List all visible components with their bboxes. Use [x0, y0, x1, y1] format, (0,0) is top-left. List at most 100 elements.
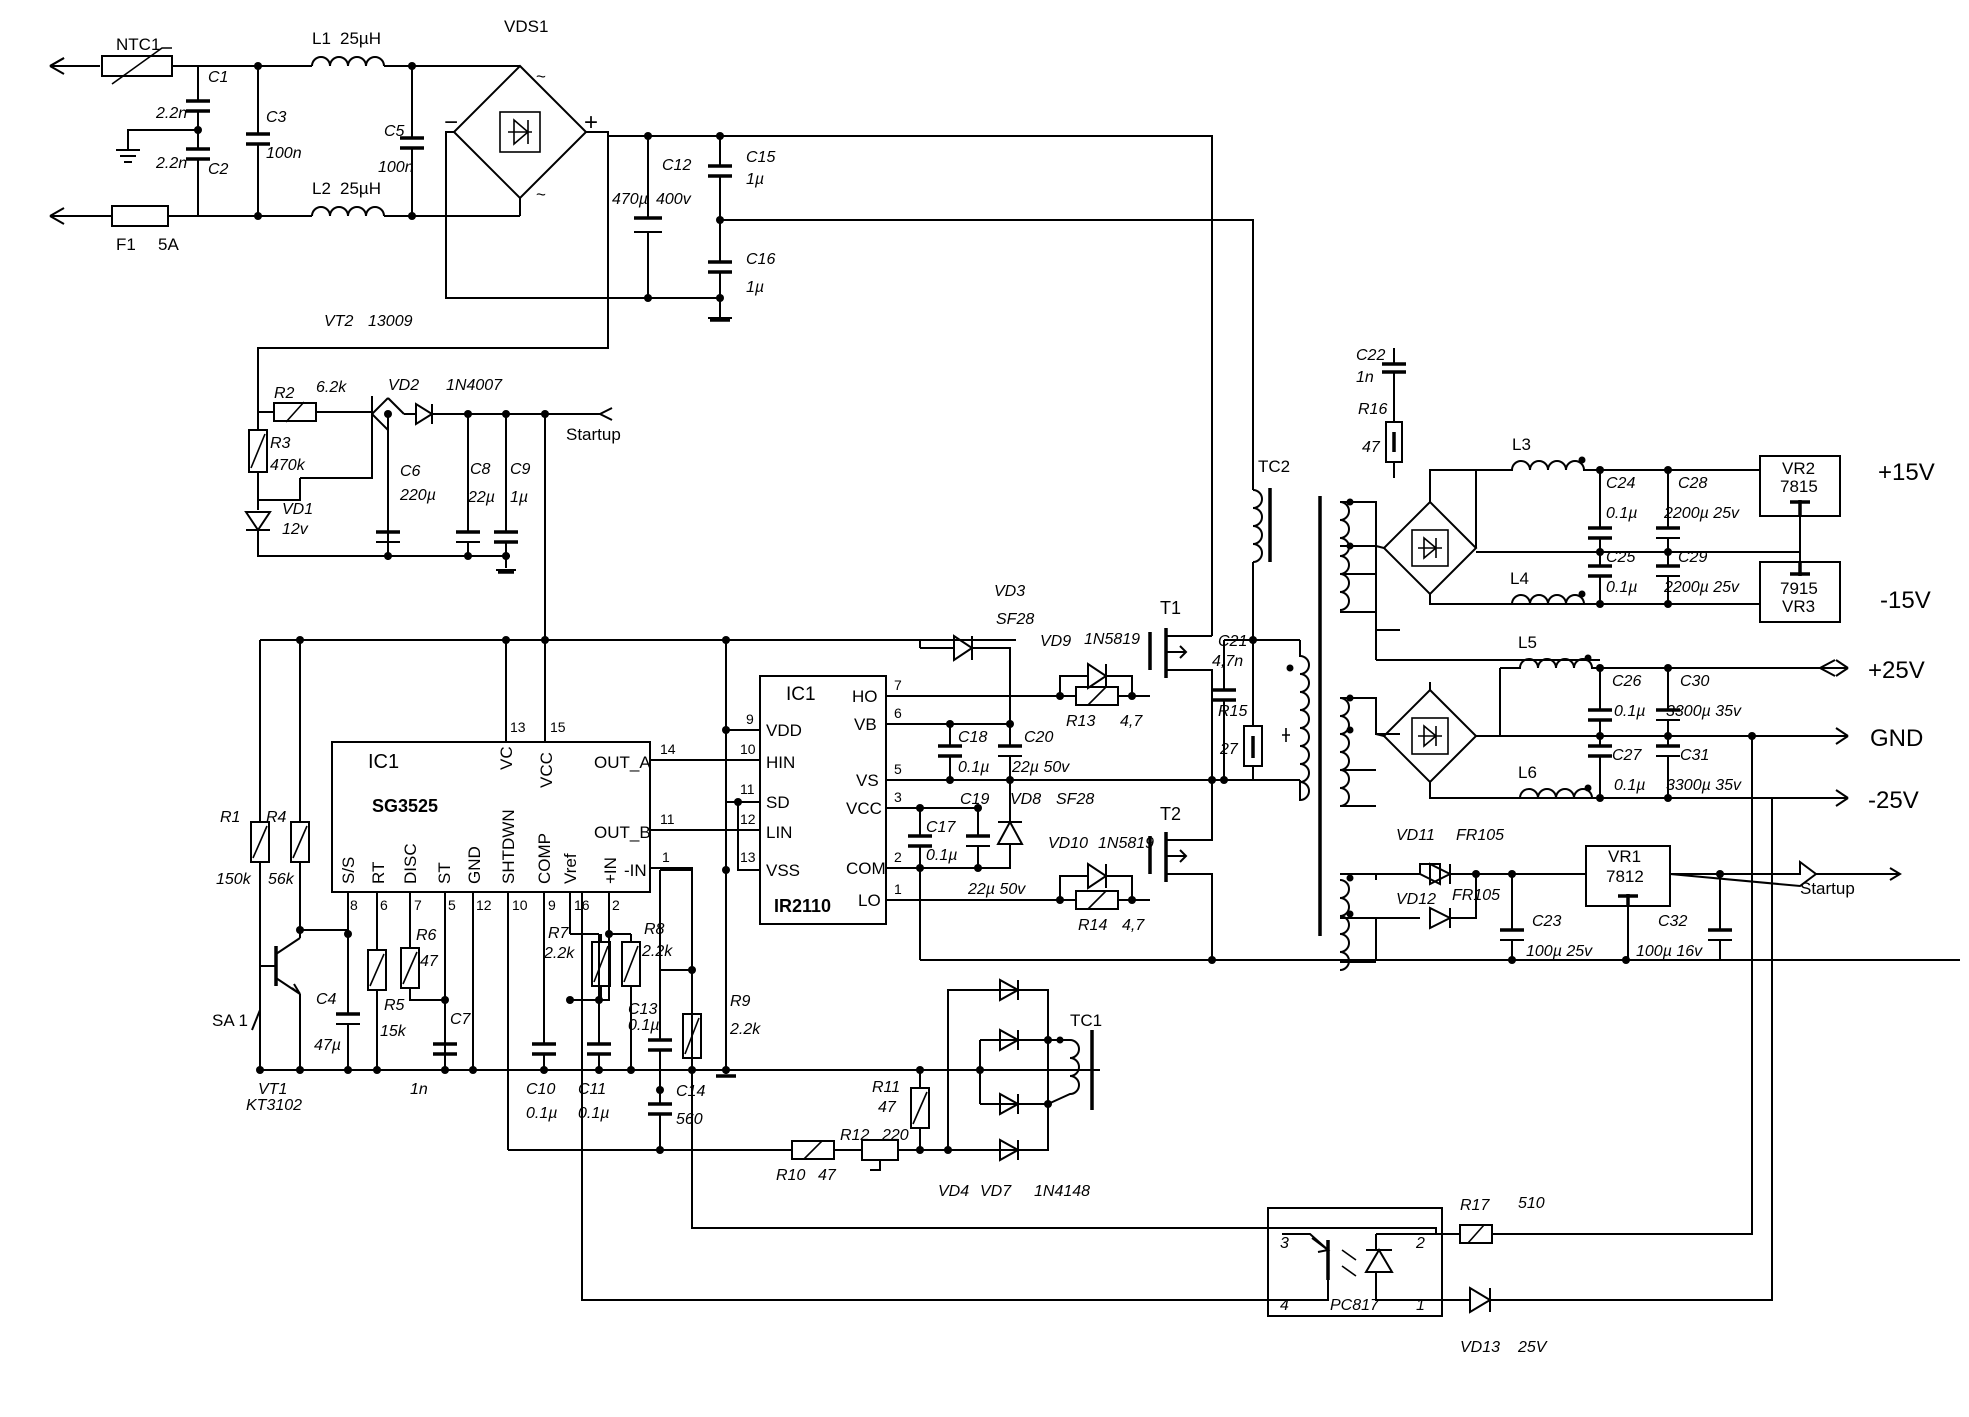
- r6-label: R6: [416, 927, 437, 944]
- sg3525-peripherals: [250, 640, 1437, 1301]
- c30-value: 3300µ 35v: [1666, 703, 1742, 720]
- l5-label: L5: [1518, 633, 1537, 652]
- pin-num-12: 12: [476, 897, 492, 913]
- startup-regulator: [244, 136, 613, 640]
- r17-label: R17: [1460, 1197, 1490, 1214]
- c21-value: 4,7n: [1212, 653, 1243, 670]
- vd13-label: VD13: [1460, 1339, 1500, 1356]
- pin-num-15: 15: [550, 719, 566, 735]
- l2-label: L2: [312, 179, 331, 198]
- c23-value: 100µ 25v: [1526, 943, 1593, 960]
- gate-drive-high: [1056, 620, 1216, 784]
- vr1-label: VR1: [1608, 847, 1641, 866]
- sa1-label: SA 1: [212, 1011, 248, 1030]
- bridge-ac-top: ~: [536, 67, 546, 86]
- vt2-value: 13009: [368, 313, 413, 330]
- vds1-label: VDS1: [504, 17, 548, 36]
- ic2-pin-13: 13: [740, 849, 756, 865]
- c2-label: C2: [208, 161, 229, 178]
- vd12-label: VD12: [1396, 891, 1436, 908]
- l2-value: 25µH: [340, 179, 381, 198]
- r1-value: 150k: [216, 871, 252, 888]
- c32-value: 100µ 16v: [1636, 943, 1703, 960]
- c26-value: 0.1µ: [1614, 703, 1645, 720]
- l1-label: L1: [312, 29, 331, 48]
- pin-vc: VC: [497, 746, 516, 770]
- r4-label: R4: [266, 809, 287, 826]
- r16-value: 47: [1362, 439, 1381, 456]
- ic2-pin-11: 11: [740, 781, 755, 797]
- pin-num-6: 6: [380, 897, 388, 913]
- startup-label-1: Startup: [566, 425, 621, 444]
- ic2-pin-1: 1: [894, 881, 902, 897]
- ic2-pin-12: 12: [740, 811, 756, 827]
- r7-label: R7: [548, 925, 570, 942]
- c10-value: 0.1µ: [526, 1105, 557, 1122]
- c22-value: 1n: [1356, 369, 1374, 386]
- ir2110-driver: [722, 634, 1224, 1000]
- vd8-value: SF28: [1056, 791, 1094, 808]
- r3-label: R3: [270, 435, 291, 452]
- optocoupler-pc817: [1267, 1207, 1516, 1317]
- pc817-pin3: 3: [1280, 1235, 1289, 1252]
- r16-label: R16: [1358, 401, 1387, 418]
- vr1-value: 7812: [1606, 867, 1644, 886]
- pin-vs: VS: [856, 771, 879, 790]
- c7-value: 1n: [410, 1081, 428, 1098]
- c27-label: C27: [1612, 747, 1642, 764]
- out-plus15: +15V: [1878, 459, 1935, 486]
- c11-label: C11: [578, 1081, 606, 1098]
- r9-label: R9: [730, 993, 751, 1010]
- f1-value: 5A: [158, 235, 179, 254]
- labels: NTC1 F1 5A C1 2.2n 2.2n C2 C3 100n L1 25…: [116, 17, 1935, 1356]
- pin-out-a: OUT_A: [594, 753, 651, 772]
- c18-value: 0.1µ: [958, 759, 989, 776]
- c25-label: C25: [1606, 549, 1635, 566]
- c27-value: 0.1µ: [1614, 777, 1645, 794]
- pin-num-2: 2: [612, 897, 620, 913]
- ic2-pin-6: 6: [894, 705, 902, 721]
- c12-label: C12: [662, 157, 691, 174]
- r15-label: R15: [1218, 703, 1247, 720]
- c16-value: 1µ: [746, 279, 764, 296]
- out-minus15: -15V: [1880, 587, 1931, 614]
- pin-num-11: 11: [660, 811, 675, 827]
- sg3525-name: SG3525: [372, 796, 438, 816]
- gate-drive-low: [920, 780, 1960, 964]
- r13-value: 4,7: [1120, 713, 1143, 730]
- c24-label: C24: [1606, 475, 1635, 492]
- c5-label: C5: [384, 123, 405, 140]
- pin-num-9: 9: [548, 897, 556, 913]
- c29-label: C29: [1678, 549, 1707, 566]
- l3-label: L3: [1512, 435, 1531, 454]
- pin-num-8: 8: [350, 897, 358, 913]
- c28-label: C28: [1678, 475, 1707, 492]
- c1-value: 2.2n: [155, 105, 187, 122]
- pin-vcc: VCC: [537, 752, 556, 788]
- c28-value: 2200µ 25v: [1663, 505, 1740, 522]
- vd2-label: VD2: [388, 377, 419, 394]
- ir2110-ic-label: IC1: [786, 684, 816, 705]
- ntc1-label: NTC1: [116, 35, 160, 54]
- pin-shtdwn: SHTDWN: [499, 809, 518, 884]
- pin-inp: +IN: [601, 857, 620, 884]
- c32-label: C32: [1658, 913, 1687, 930]
- out-minus25: -25V: [1868, 787, 1919, 814]
- c3-value: 100n: [266, 145, 302, 162]
- pin-vss: VSS: [766, 861, 800, 880]
- pin-disc: DISC: [401, 843, 420, 884]
- vr3-label: VR3: [1782, 597, 1815, 616]
- r17-value: 510: [1518, 1195, 1545, 1212]
- vr2-value: 7815: [1780, 477, 1818, 496]
- c4-label: C4: [316, 991, 337, 1008]
- c12-value2: 400v: [656, 191, 692, 208]
- pc817-pin2: 2: [1415, 1235, 1425, 1252]
- c6-value: 220µ: [399, 487, 436, 504]
- pc817-label: PC817: [1330, 1297, 1380, 1314]
- vd13-value: 25V: [1517, 1339, 1548, 1356]
- pin-com: COM: [846, 859, 886, 878]
- c13-label: C13: [628, 1001, 657, 1018]
- c22-label: C22: [1356, 347, 1385, 364]
- ic2-pin-3: 3: [894, 789, 902, 805]
